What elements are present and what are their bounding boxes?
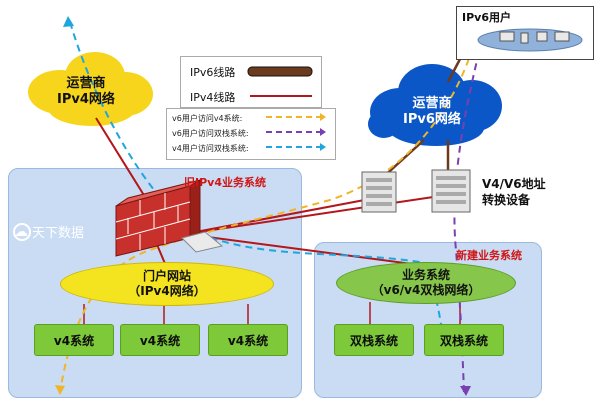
- old-region-label: 旧IPv4业务系统: [184, 176, 266, 189]
- ipv6-user-label: IPv6用户: [462, 11, 511, 24]
- ipv6-line-swatch: [247, 66, 313, 77]
- business-system-node: 业务系统 （v6/v4双栈网络）: [336, 262, 516, 304]
- ipv4-cloud-icon: [28, 52, 153, 126]
- portal-site-node: 门户网站 （IPv4网络）: [60, 262, 274, 306]
- portal-line1: 门户网站: [142, 269, 191, 283]
- dual-stack-system-box-2: 双栈系统: [424, 324, 504, 356]
- new-region-label: 新建业务系统: [456, 249, 522, 262]
- ipv6-line-legend-label: IPv6线路: [190, 66, 236, 79]
- portal-links: [83, 302, 461, 324]
- line-legend: [180, 56, 322, 108]
- v4-system-box-1: v4系统: [34, 324, 114, 356]
- path-legend-label-3: v4用户访问双栈系统:: [172, 144, 249, 153]
- ipv4-line-legend-label: IPv4线路: [190, 91, 236, 104]
- converter-line1: V4/V6地址: [482, 177, 546, 191]
- ipv6-cloud-line1: 运营商: [412, 96, 452, 111]
- ipv6-cloud-label: 运营商 IPv6网络: [378, 96, 486, 128]
- ipv6-cloud-line2: IPv6网络: [403, 112, 461, 127]
- ipv4-cloud-line2: IPv4网络: [57, 92, 115, 107]
- ipv4-lines: [95, 117, 441, 267]
- watermark: ☁ 天下数据: [14, 222, 85, 242]
- watermark-icon: ☁: [14, 223, 28, 240]
- converter-device-icon: [361, 169, 471, 213]
- firewall-icon: [115, 179, 224, 257]
- watermark-text: 天下数据: [32, 226, 85, 241]
- ipv4-cloud-label: 运营商 IPv4网络: [38, 76, 134, 108]
- converter-label: V4/V6地址 转换设备: [482, 176, 546, 208]
- business-line1: 业务系统: [401, 268, 450, 282]
- v4-system-box-2: v4系统: [120, 324, 200, 356]
- converter-line2: 转换设备: [482, 193, 531, 207]
- watermark-cloud-icon: [13, 223, 31, 241]
- ipv6-cloud-icon: [368, 64, 502, 146]
- portal-line2: （IPv4网络）: [128, 284, 206, 298]
- business-line2: （v6/v4双栈网络）: [371, 283, 481, 297]
- ipv4-cloud-line1: 运营商: [66, 76, 106, 91]
- v4-system-box-3: v4系统: [208, 324, 288, 356]
- path-legend-label-1: v6用户访问v4系统:: [172, 114, 243, 123]
- path-legend-label-2: v6用户访问双栈系统:: [172, 129, 249, 138]
- dual-stack-system-box-1: 双栈系统: [334, 324, 414, 356]
